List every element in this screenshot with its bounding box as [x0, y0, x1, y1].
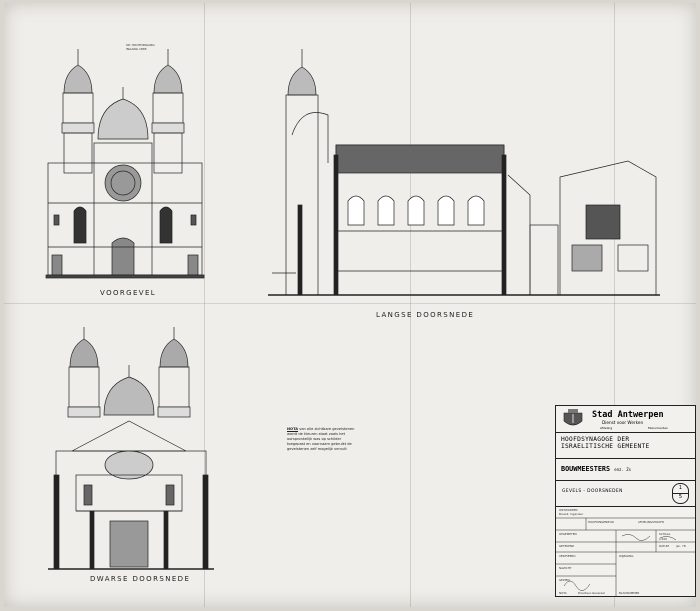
- cell-designed: ONTWORPEN: [559, 508, 578, 512]
- architects-row: BOUWMEESTERS enz. Zs: [556, 458, 695, 481]
- cell-scale-label: SCHAAL: [659, 532, 671, 536]
- architects-label: BOUWMEESTERS enz. Zs: [561, 465, 631, 473]
- architects-suffix: enz. Zs: [614, 467, 632, 472]
- title-block: Stad Antwerpen Dienst voor Werken Afdeli…: [555, 405, 696, 597]
- cell-seen: GEZIEN: [559, 578, 570, 582]
- cell-department-head: AFDELINGSHOOFD: [638, 520, 665, 524]
- title-block-header: Stad Antwerpen Dienst voor Werken Afdeli…: [556, 406, 695, 433]
- cell-review: NAZICHT: [559, 566, 572, 570]
- project-title-line1: HOOFDSYNAGOGE DER: [561, 436, 630, 443]
- cell-sheet-number-label: BLADNUMMER: [619, 591, 640, 595]
- cell-director-general: Directeur-Generaal: [578, 591, 605, 595]
- note-text: van alle zichtbare gevelstenen wordt de …: [287, 427, 355, 451]
- transverse-caption: DWARSE DOORSNEDE: [90, 575, 191, 583]
- cell-drawn: GETEKEND: [559, 544, 575, 548]
- architects-text: BOUWMEESTERS: [561, 465, 611, 473]
- subject-row: GEVELS - DOORSNEDEN 1 5: [556, 480, 695, 507]
- blueprint-sheet: OP. HOOFDINGANG INGANG 1885 VOORGEVEL: [4, 3, 696, 607]
- sheet-number-badge: 1 5: [672, 483, 689, 504]
- longitudinal-section-drawing: [268, 49, 660, 296]
- note-title: NOTA: [287, 427, 299, 431]
- city-name: Stad Antwerpen: [592, 410, 664, 420]
- cell-date-value: jan. 78: [676, 544, 686, 548]
- fold-line: [4, 303, 696, 304]
- cell-surveyed: OPGEMETEN: [559, 532, 577, 536]
- cell-modification: WIJZIGING: [619, 554, 634, 558]
- sheet-number: 1: [678, 485, 683, 491]
- note-block: NOTA van alle zichtbare gevelstenen word…: [287, 427, 359, 452]
- cell-verified: VERIFIEERD: [559, 554, 576, 558]
- facade-caption: VOORGEVEL: [100, 289, 157, 297]
- project-row: HOOFDSYNAGOGE DER ISRAELITISCHE GEMEENTE: [556, 432, 695, 459]
- city-crest-icon: [563, 409, 583, 426]
- cell-note: NOTA: [559, 591, 567, 595]
- transverse-section-drawing: [48, 327, 214, 570]
- fold-line: [410, 3, 411, 607]
- facade-annotation: OP. HOOFDINGANG INGANG 1885: [126, 43, 155, 51]
- drawing-subject: GEVELS - DOORSNEDEN: [562, 489, 623, 494]
- department-sub-right: Monumenten: [648, 426, 668, 430]
- cell-date-label: DATUM: [659, 544, 669, 548]
- cell-scale-value: 1/100: [659, 537, 668, 541]
- cell-engineer: Bouwk. Ingenieur: [559, 512, 584, 516]
- fold-line: [614, 3, 615, 607]
- fold-line: [204, 3, 205, 607]
- front-facade-drawing: [45, 49, 205, 279]
- title-block-grid: [556, 517, 695, 596]
- department-name: Dienst voor Werken: [602, 420, 644, 425]
- sheet-total: 5: [678, 494, 683, 500]
- project-title-line2: ISRAELITISCHE GEMEENTE: [561, 443, 650, 450]
- longitudinal-caption: LANGSE DOORSNEDE: [376, 311, 475, 319]
- cell-chief-engineer: HOOFDINGENIEUR: [588, 520, 614, 524]
- department-sub-left: Afdeling: [600, 426, 613, 430]
